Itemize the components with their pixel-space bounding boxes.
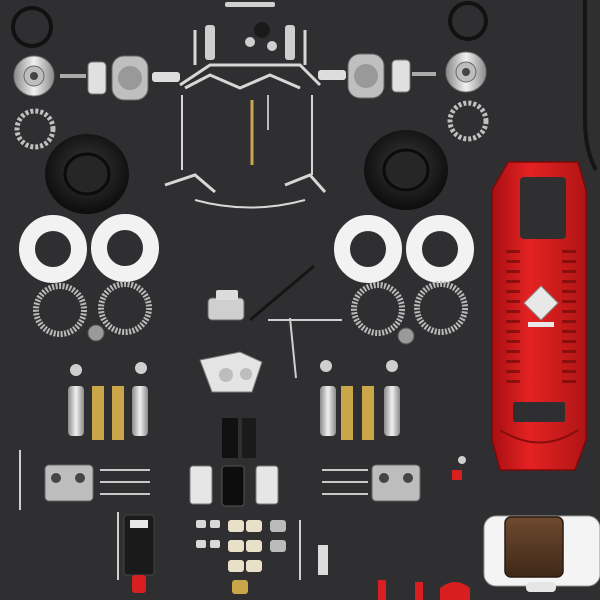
bottom-red-parts (378, 580, 470, 600)
right-brake-drum (445, 51, 487, 93)
red-body-panel (491, 161, 587, 471)
white-rims-right (334, 215, 474, 283)
center-black-parts (189, 418, 279, 507)
left-brake-drum (13, 55, 55, 97)
lower-left-frame (117, 512, 155, 593)
engine-right-assembly (322, 456, 466, 502)
small-chrome-bits (196, 520, 328, 594)
spoke-rings-right (351, 281, 468, 336)
left-tire (45, 134, 129, 214)
white-rims-left (19, 214, 159, 283)
right-small-hub (397, 327, 415, 345)
seat (483, 515, 600, 592)
left-small-hub (87, 324, 105, 342)
left-hub-assembly (60, 55, 180, 101)
right-hub-assembly (318, 53, 436, 99)
top-left-ring (11, 6, 53, 48)
engine-block (199, 264, 342, 393)
right-small-gear-ring (447, 100, 489, 142)
spoke-rings-left (33, 281, 152, 337)
right-tire (364, 130, 448, 210)
left-small-gear-ring (14, 108, 56, 150)
top-right-ring (448, 1, 488, 41)
top-right-cable (583, 0, 598, 171)
valve-parts-right (320, 360, 400, 440)
front-top-parts (205, 2, 295, 60)
front-suspension (164, 30, 327, 209)
engine-left-assembly (19, 450, 150, 510)
valve-parts-left (68, 362, 148, 440)
